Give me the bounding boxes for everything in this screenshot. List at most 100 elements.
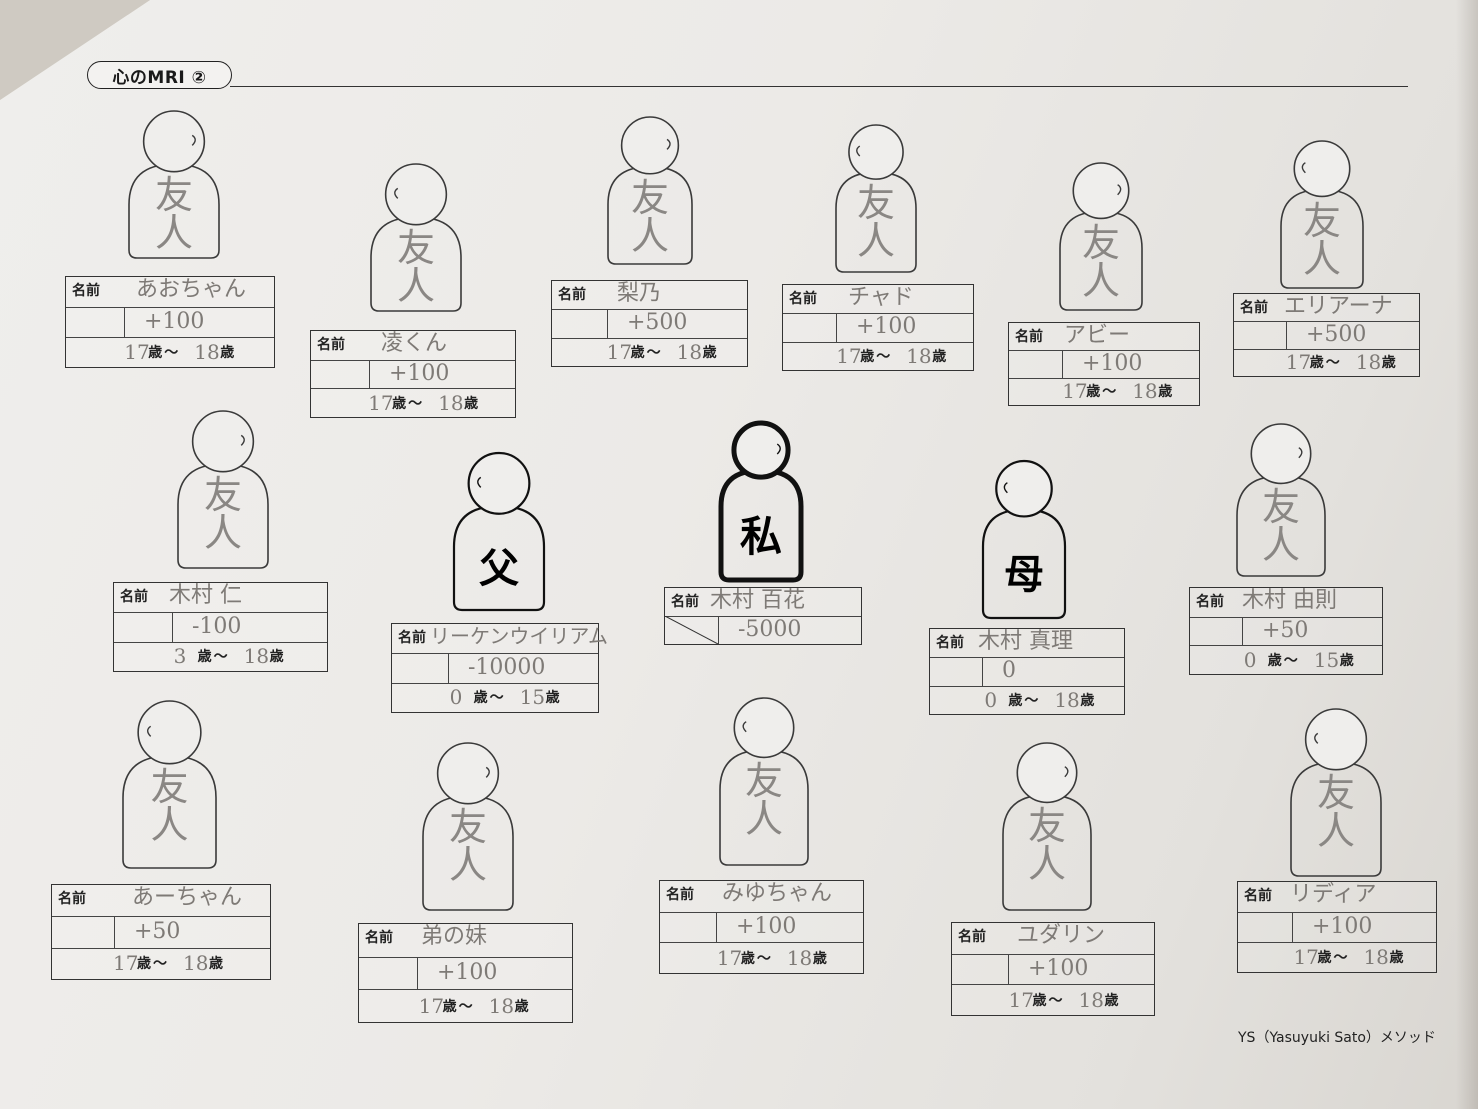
score-value[interactable]: +100 [1082,350,1143,376]
name-value[interactable]: 木村 真理 [978,629,1073,654]
age-from[interactable]: 17 [1293,945,1319,969]
age-to[interactable]: 15 [519,685,546,710]
friend-char-1: 友 [1081,220,1120,265]
score-value[interactable]: 0 [1002,658,1016,684]
name-value[interactable]: 木村 百花 [710,588,805,613]
score-value[interactable]: +500 [627,310,688,336]
age-from[interactable]: 17 [113,951,139,976]
age-to[interactable]: 18 [183,951,209,976]
name-value[interactable]: エリアーナ [1284,294,1393,319]
age-to[interactable]: 18 [194,340,220,364]
name-label: 名前 [1015,329,1043,345]
age-from[interactable]: 17 [836,343,862,368]
age-from[interactable]: 17 [1008,987,1034,1012]
name-value[interactable]: あーちゃん [132,885,243,910]
name-row: 名前みゆちゃん [660,881,863,913]
age-from[interactable]: 17 [716,945,743,970]
score-value[interactable]: +100 [437,959,498,985]
score-divider [1286,321,1287,349]
friend-char-2: 人 [856,219,895,264]
score-value[interactable]: +100 [144,309,205,334]
name-value[interactable]: リディア [1290,882,1377,907]
name-label: 名前 [58,891,86,907]
friend-char-2: 人 [154,211,193,256]
score-value[interactable]: -10000 [468,654,546,680]
friend-figure: 友人 [1236,423,1326,578]
name-value[interactable]: 凌くん [381,331,448,356]
friend-char-2: 人 [1081,258,1120,303]
age-from[interactable]: 17 [368,390,394,415]
name-value[interactable]: 梨乃 [617,281,662,306]
figure-outline [422,742,514,911]
friend-handwriting: 友人 [394,229,438,305]
name-value[interactable]: ユダリン [1017,923,1106,948]
age-to[interactable]: 18 [1363,945,1389,969]
age-suffix: 歳 [1008,692,1023,709]
score-value[interactable]: +100 [1028,955,1089,981]
age-suffix: 歳 [137,956,152,973]
age-from[interactable]: 0 [1243,647,1257,672]
age-to[interactable]: 18 [1078,987,1104,1012]
age-to[interactable]: 18 [243,644,270,669]
score-value[interactable]: -100 [192,613,242,639]
name-value[interactable]: 木村 由則 [1242,588,1337,613]
score-value[interactable]: -5000 [738,617,802,642]
age-from[interactable]: 17 [1062,379,1088,404]
age-separator: 〜 [1024,692,1039,709]
name-value[interactable]: 木村 仁 [169,583,242,608]
age-from[interactable]: 17 [418,993,445,1018]
self-name-card: 名前木村 百花-5000 [664,587,862,645]
figure-outline [452,451,546,612]
name-value[interactable]: チャド [848,285,914,310]
age-from[interactable]: 17 [606,339,633,364]
name-value[interactable]: みゆちゃん [722,881,833,906]
score-divider [836,313,837,342]
age-from[interactable]: 0 [449,685,463,710]
score-row: -5000 [665,616,861,644]
age-to[interactable]: 18 [676,339,703,364]
score-value[interactable]: +100 [856,314,917,340]
name-value[interactable]: アビー [1064,323,1131,348]
age-to[interactable]: 18 [488,993,515,1018]
score-divider [114,916,115,948]
friend-figure: 友人 [607,116,693,266]
age-to[interactable]: 18 [1054,687,1080,712]
score-row: +50 [1190,616,1382,647]
age-to[interactable]: 18 [906,343,932,368]
friend-char-2: 人 [630,213,669,258]
figure-outline [177,410,269,569]
score-value[interactable]: +100 [389,360,450,386]
score-value[interactable]: +100 [1312,914,1373,939]
friend-char-2: 人 [396,264,435,309]
friend-handwriting: 友人 [1079,224,1123,300]
name-value[interactable]: リーケンウイリアム [430,624,608,648]
name-row: 名前木村 由則 [1190,588,1382,618]
friend-figure: 友人 [122,700,217,870]
paper-edge-shadow [1456,0,1478,1109]
friend-char-1: 友 [1302,198,1341,243]
age-from[interactable]: 3 [173,644,187,669]
age-from[interactable]: 17 [1285,350,1312,375]
name-value[interactable]: あおちゃん [136,277,247,302]
figure-outline [128,110,220,259]
name-value[interactable]: 弟の妹 [421,924,488,949]
score-value[interactable]: +50 [1262,617,1309,643]
age-separator: 〜 [756,950,771,967]
age-to[interactable]: 15 [1313,647,1340,672]
friend-char-1: 友 [1261,484,1300,529]
score-value[interactable]: +500 [1306,321,1367,347]
age-from[interactable]: 0 [984,687,998,712]
age-separator: 〜 [408,395,423,412]
figure-outline [1280,140,1364,289]
age-to[interactable]: 18 [1355,350,1382,375]
age-from[interactable]: 17 [124,340,150,364]
name-label: 名前 [1244,888,1272,904]
age-separator: 〜 [1102,384,1117,401]
age-to[interactable]: 18 [786,945,813,970]
score-value[interactable]: +50 [134,918,181,944]
age-to[interactable]: 18 [1132,379,1158,404]
age-to[interactable]: 18 [438,390,464,415]
score-value[interactable]: +100 [736,913,797,939]
